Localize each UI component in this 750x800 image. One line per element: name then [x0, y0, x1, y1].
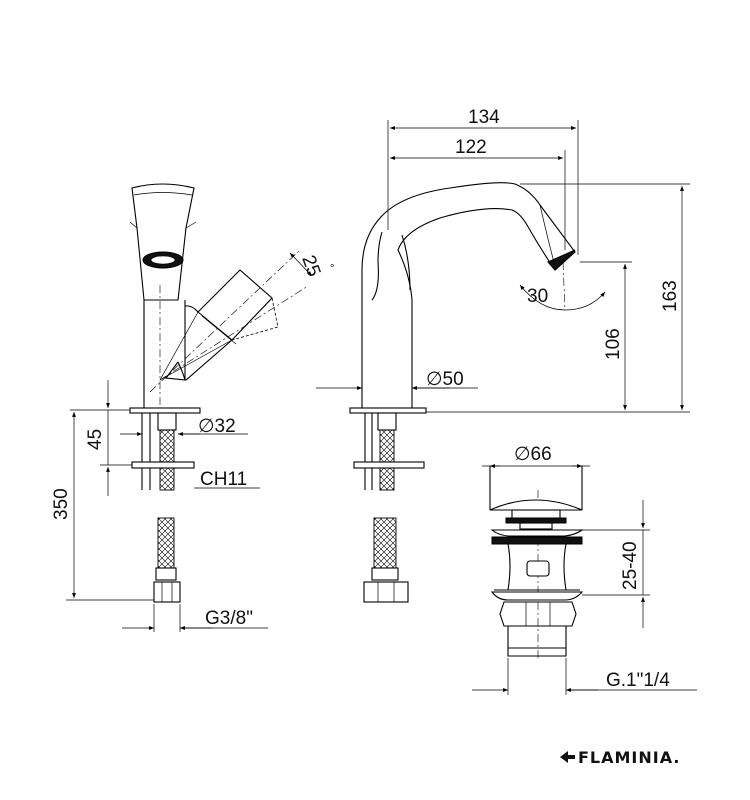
- dim-hose-length: 350: [51, 488, 72, 520]
- dim-spout-height: 106: [603, 328, 624, 360]
- brand-name: FLAMINIA.: [578, 748, 680, 767]
- dim-base-diameter-mixer: ∅32: [198, 416, 236, 437]
- arrow-icon: [560, 751, 575, 763]
- dim-base-diameter-spout: ∅50: [426, 369, 464, 390]
- dim-waste-cap-diameter: ∅66: [514, 444, 552, 465]
- dim-deck-thickness: 45: [85, 429, 106, 450]
- dim-handle-angle: 25: [297, 253, 324, 280]
- dim-spout-reach: 122: [455, 137, 487, 158]
- brand-logo: FLAMINIA.: [560, 748, 680, 767]
- dim-waste-deck-range: 25-40: [620, 541, 641, 590]
- mixer-side-view: 25 ° 45 350 ∅32 CH11 G3/8": [51, 183, 334, 632]
- waste-drain-view: ∅66 25-40 G.1"1/4: [472, 444, 697, 695]
- dim-total-height: 163: [660, 280, 681, 312]
- dim-waste-thread: G.1"1/4: [606, 670, 670, 691]
- dim-nut-size: CH11: [200, 469, 247, 490]
- dim-hose-thread: G3/8": [205, 608, 253, 629]
- dim-spout-angle: 30: [527, 286, 548, 307]
- spout-side-view: 30 134 122 163 106 ∅50: [316, 107, 690, 603]
- dim-spout-reach-total: 134: [468, 107, 500, 128]
- dim-handle-angle-unit: °: [330, 263, 334, 275]
